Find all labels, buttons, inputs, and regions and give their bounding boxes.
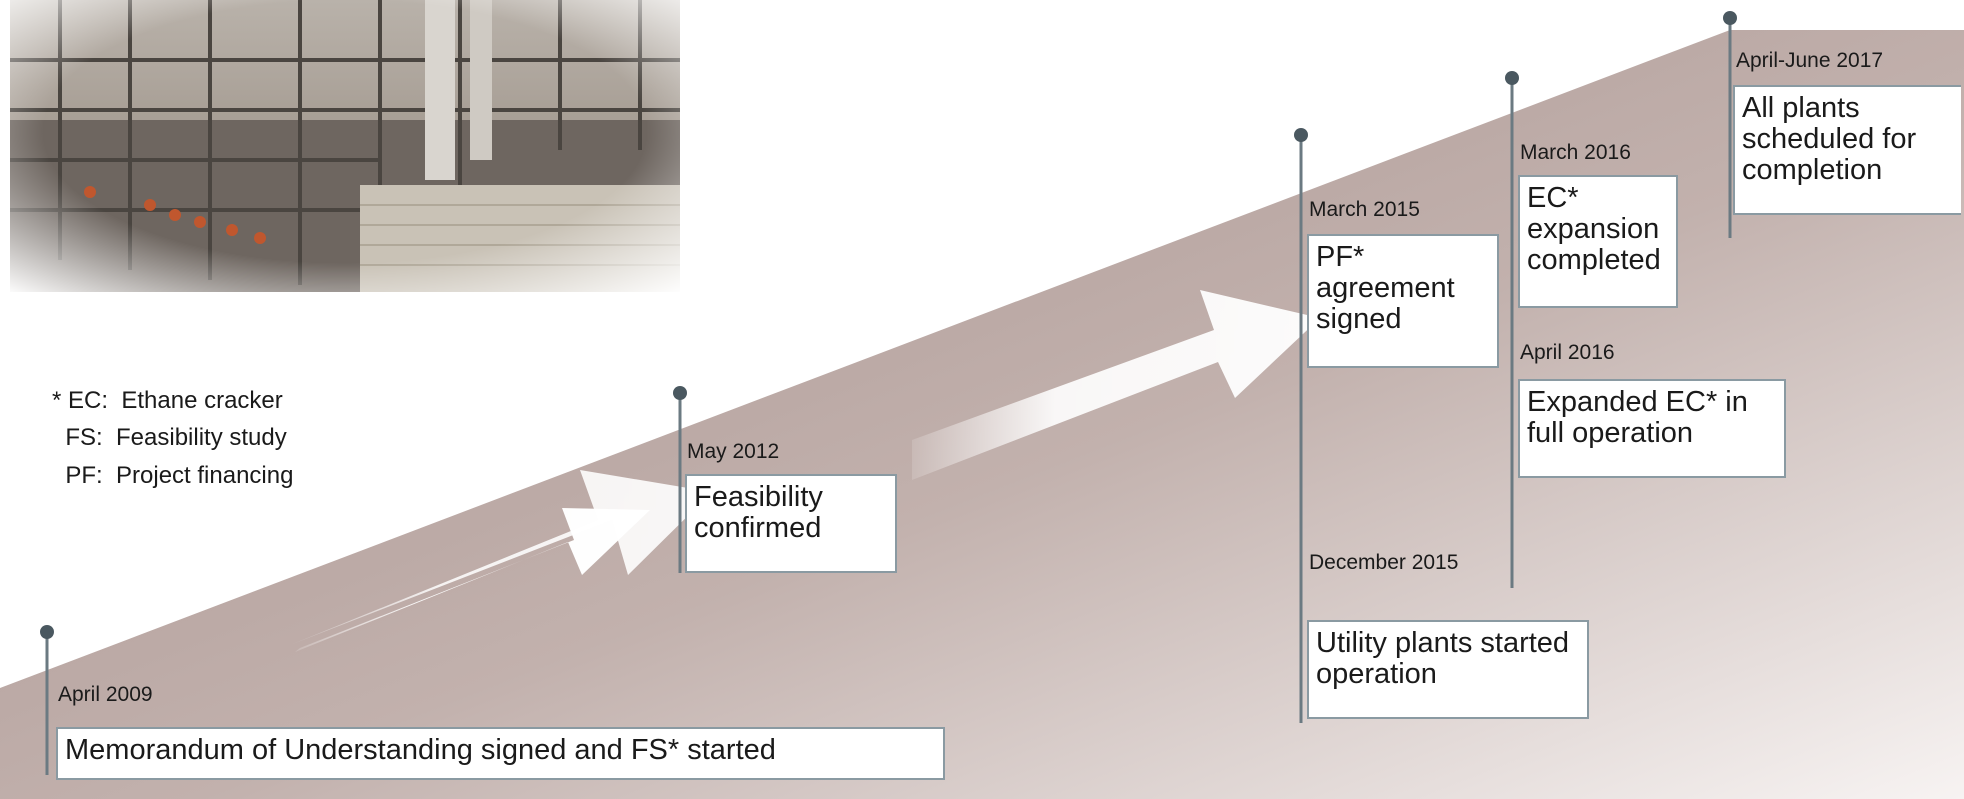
refinery-photo bbox=[10, 0, 680, 292]
milestone-text: EC* expansion completed bbox=[1518, 175, 1678, 308]
milestone-date: April 2016 bbox=[1520, 341, 1615, 364]
milestone-date: December 2015 bbox=[1309, 551, 1459, 574]
legend-item: * EC: Ethane cracker bbox=[52, 387, 283, 414]
milestone-text: Expanded EC* in full operation bbox=[1518, 379, 1786, 478]
legend-item: PF: Project financing bbox=[52, 462, 294, 489]
milestone-stems bbox=[40, 11, 1737, 775]
timeline-ramp bbox=[0, 30, 1964, 799]
milestone-date: April-June 2017 bbox=[1736, 49, 1884, 72]
progress-arrow-2 bbox=[912, 290, 1320, 480]
milestone-date: May 2012 bbox=[687, 440, 780, 463]
milestone-text: All plants scheduled for completion bbox=[1733, 85, 1961, 215]
milestone-text: Utility plants started operation bbox=[1307, 620, 1589, 719]
legend-item: FS: Feasibility study bbox=[52, 424, 287, 451]
milestone-date: March 2016 bbox=[1520, 141, 1631, 164]
milestone-text: PF* agreement signed bbox=[1307, 234, 1499, 368]
milestone-text: Feasibility confirmed bbox=[685, 474, 897, 573]
progress-arrow-1 bbox=[290, 470, 712, 652]
milestone-text: Memorandum of Understanding signed and F… bbox=[56, 727, 945, 780]
milestone-date: April 2009 bbox=[58, 683, 153, 706]
milestone-date: March 2015 bbox=[1309, 198, 1420, 221]
